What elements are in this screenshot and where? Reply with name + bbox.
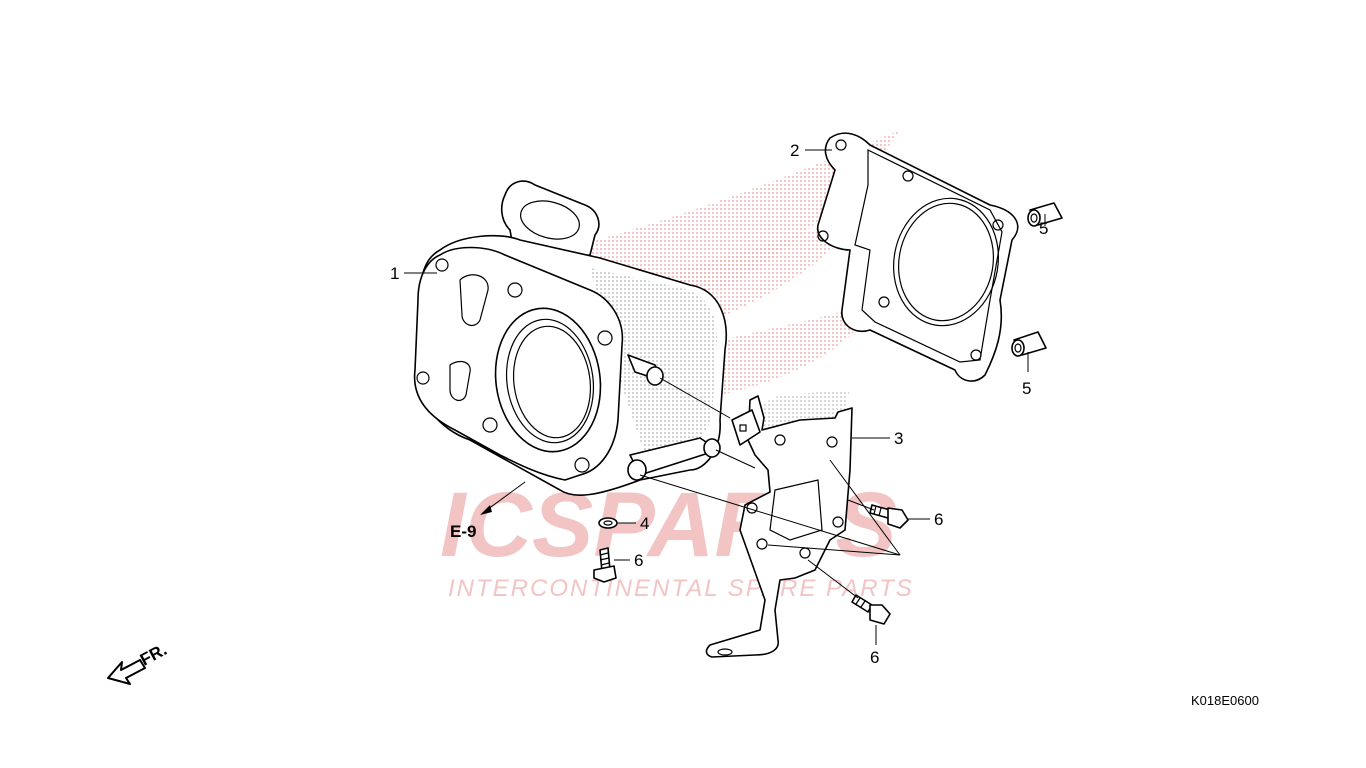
assembly-lines — [639, 377, 901, 599]
callout-part-6-right-upper: 6 — [934, 510, 943, 529]
bolt-lower-left — [593, 547, 617, 583]
callout-part-5-upper: 5 — [1039, 219, 1048, 238]
bracket — [705, 390, 853, 658]
bolt-right-lower — [851, 594, 891, 625]
callout-part-5-lower: 5 — [1022, 379, 1031, 398]
cylinder-gasket — [817, 132, 1019, 382]
callout-part-2: 2 — [790, 141, 799, 160]
front-direction-indicator: FR. — [107, 640, 170, 685]
reference-arrow-icon — [480, 505, 492, 515]
watermark-tagline: INTERCONTINENTAL SPARE PARTS — [448, 575, 914, 602]
dowel-pin-lower — [1011, 331, 1047, 357]
cylinder-block — [413, 180, 727, 496]
front-arrow-icon — [107, 659, 146, 685]
section-reference: E-9 — [450, 481, 526, 541]
section-ref-label: E-9 — [450, 522, 476, 541]
callout-part-3: 3 — [894, 429, 903, 448]
callout-part-1: 1 — [390, 264, 399, 283]
bolt-right-upper — [869, 504, 909, 529]
callout-part-6-left: 6 — [634, 551, 643, 570]
callouts: 1 2 3 4 5 5 6 6 6 — [390, 141, 1048, 667]
diagram-code: K018E0600 — [1191, 693, 1259, 708]
washer — [598, 517, 618, 529]
dowel-pin-upper — [1027, 202, 1063, 227]
callout-part-4: 4 — [640, 514, 649, 533]
callout-part-6-right-lower: 6 — [870, 648, 879, 667]
